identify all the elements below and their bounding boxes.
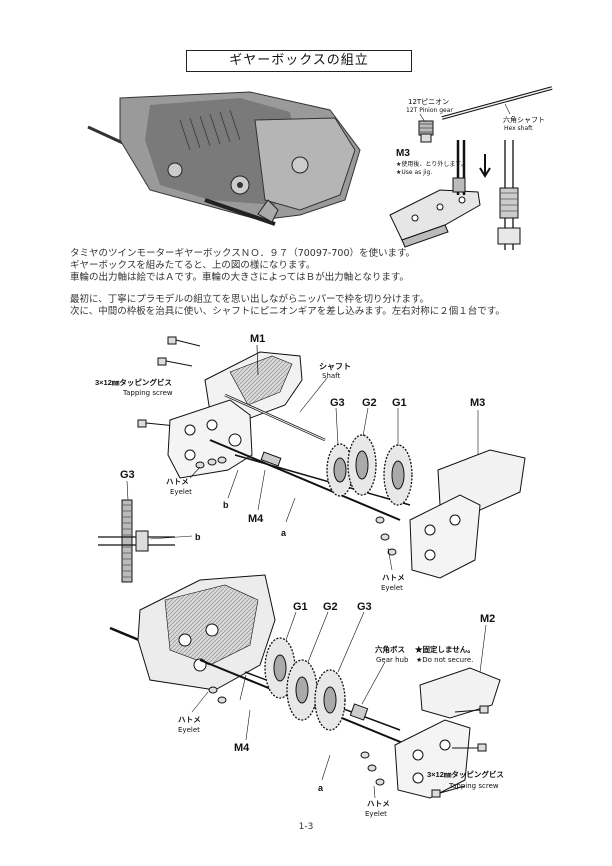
intro-line: 最初に、丁寧にプラモデルの組立てを思い出しながらニッパーで枠を切り分けます。: [70, 294, 430, 305]
d2-eyelet2-label-en: Eyelet: [365, 810, 387, 818]
d2-eyelet-label-en: Eyelet: [178, 726, 200, 734]
nosecure-label-en: ★Do not secure.: [416, 656, 473, 664]
g2-label: G2: [362, 397, 377, 409]
d2-eyelet2-label-jp: ハトメ: [367, 799, 390, 808]
eyelet-icon: [208, 686, 227, 704]
shaft-label-jp: シャフト: [319, 362, 351, 371]
page-title: ギヤーボックスの組立: [186, 50, 412, 72]
d2-a-label: a: [318, 783, 324, 793]
d2-screw-label-jp: 3×12㎜タッピングビス: [427, 769, 504, 779]
gear-g2: [286, 659, 318, 721]
gear-hub-icon: [349, 703, 369, 721]
gear-g1: [383, 444, 413, 506]
hex-label-en: Hex shaft: [504, 125, 533, 132]
g3-label: G3: [330, 397, 345, 409]
d2-eyelet-label-jp: ハトメ: [178, 715, 201, 724]
intro-line: ギヤーボックスを組みたてると、上の図の様になります。: [70, 260, 316, 271]
down-arrow-icon: [479, 154, 491, 178]
eyelet-icon: [375, 516, 397, 556]
m3-label-2: M3: [470, 397, 485, 409]
jig-frame: [389, 140, 481, 248]
d2-m4-label: M4: [234, 742, 250, 754]
d2-g2-label: G2: [323, 601, 338, 613]
eyelet-icon: [360, 751, 385, 786]
inset-g3-sideview: G3 b: [98, 469, 201, 583]
hex-shaft-icon: [441, 86, 553, 120]
inset-b-label: b: [195, 532, 201, 542]
d2-g1-label: G1: [293, 601, 308, 613]
screw-label-jp: 3×12㎜タッピングビス: [95, 377, 172, 387]
hex-label-jp: 六角シャフト: [503, 115, 545, 124]
b-label: b: [223, 500, 229, 510]
a-label: a: [281, 528, 287, 538]
assembled-gearbox-photo: [87, 91, 361, 226]
inset-g3-label: G3: [120, 469, 135, 481]
m2-label: M2: [480, 613, 495, 625]
exploded-diagram-2: ハトメ Eyelet M4 a G1 G2 G3 六角ボス: [109, 574, 504, 818]
g1-label: G1: [392, 397, 407, 409]
shaft-with-pinion-side: [497, 140, 521, 250]
gearhub-label-jp: 六角ボス: [375, 644, 405, 654]
intro-line: タミヤのツインモーターギヤーボックスＮＯ．９７（70097-700）を使います。: [70, 248, 416, 259]
eyelet-icon: [195, 456, 227, 469]
m4-label: M4: [248, 513, 264, 525]
eyelet2-label-en: Eyelet: [381, 584, 403, 592]
pinion-jig-illustration: 12Tピニオン 12T Pinion gear 六角シャフト Hex shaft…: [389, 86, 553, 250]
eyelet2-label-jp: ハトメ: [382, 573, 405, 582]
intro-text: タミヤのツインモーターギヤーボックスＮＯ．９７（70097-700）を使います。…: [70, 248, 505, 318]
eyelet-label-en: Eyelet: [170, 488, 192, 496]
intro-line: 車輪の出力軸は絵ではＡです。車輪の大きさによってはＢが出力軸となります。: [70, 272, 409, 283]
d2-screw-label-en: Tapping screw: [448, 782, 499, 790]
tapping-screw-icon: [431, 705, 489, 798]
shaft-label-en: Shaft: [322, 372, 341, 380]
pinion-label-en: 12T Pinion gear: [406, 107, 453, 114]
exploded-diagram-1: M1 3×12㎜タッピングビス Tapping screw シャフト Shaft…: [95, 333, 526, 592]
pinion-label-jp: 12Tピニオン: [408, 98, 449, 106]
page-number: 1-3: [298, 822, 314, 832]
intro-line: 次に、中間の枠板を治具に使い、シャフトにピニオンギアを差し込みます。左右対称に２…: [70, 306, 505, 317]
screw-label-en: Tapping screw: [122, 389, 173, 397]
pinion-gear-icon: [418, 120, 434, 143]
gear-g3: [314, 669, 346, 731]
jig-label-en: ★Use as jig.: [396, 169, 432, 176]
nosecure-label-jp: ★固定しません。: [415, 644, 475, 654]
gearhub-label-en: Gear hub: [376, 656, 409, 664]
eyelet-label-jp: ハトメ: [166, 477, 189, 486]
m1-label: M1: [250, 333, 265, 345]
m3-label: M3: [396, 148, 410, 159]
d2-g3-label: G3: [357, 601, 372, 613]
gear-g2: [347, 434, 377, 496]
jig-label-jp: ★使用後、とり外します。: [396, 160, 467, 168]
